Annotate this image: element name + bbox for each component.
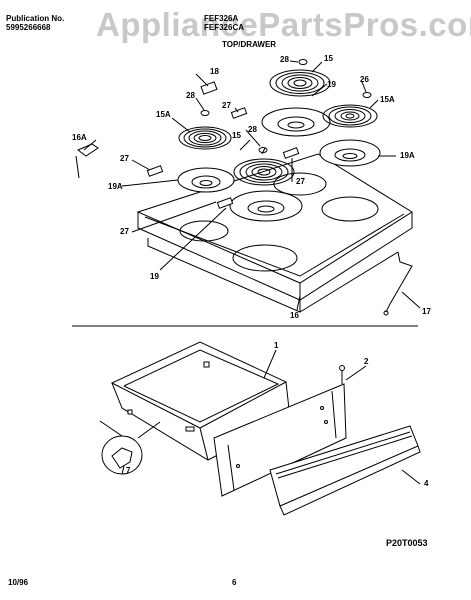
element-receptacles: [75, 81, 300, 209]
callout-27: 27: [296, 177, 305, 186]
callout-19a: 19A: [400, 151, 415, 160]
callout-15a: 15A: [380, 95, 395, 104]
callout-26: 26: [360, 75, 369, 84]
footer-page-number: 6: [232, 578, 237, 587]
terminal-block: [200, 81, 218, 95]
burner-opening: [179, 220, 229, 242]
callout-18: 18: [210, 67, 219, 76]
mounting-rings: [200, 59, 372, 153]
watermark: AppliancePartsPros.com: [96, 6, 471, 43]
drawer-back-panel: [213, 383, 347, 497]
receptacle: [146, 165, 164, 177]
callout-15: 15: [232, 131, 241, 140]
surface-elements: [178, 69, 378, 186]
callout-15: 15: [324, 54, 333, 63]
callout-19: 19: [150, 272, 159, 281]
callout-27: 27: [120, 227, 129, 236]
drawer-glide-inset: [99, 420, 161, 475]
leader-lines: [83, 60, 421, 311]
callout-7: 7: [126, 466, 131, 475]
surface-element: [233, 158, 295, 186]
surface-element: [269, 69, 331, 97]
model-number-a: FEF326A: [204, 14, 239, 23]
callout-28: 28: [186, 91, 195, 100]
burner-opening: [321, 196, 379, 222]
receptacle: [216, 197, 234, 209]
surface-element: [178, 126, 232, 150]
receptacle: [230, 107, 248, 119]
footer-date: 10/96: [8, 578, 29, 587]
surface-element: [322, 104, 378, 128]
callout-17: 17: [422, 307, 431, 316]
leader-lines-drawer: [121, 349, 421, 485]
callout-2: 2: [364, 357, 369, 366]
publication-number: 5995266668: [6, 23, 51, 32]
callout-27: 27: [120, 154, 129, 163]
model-number-b: FEF326CA: [204, 23, 245, 32]
drawer-assembly: [110, 341, 421, 516]
callout-1: 1: [274, 341, 279, 350]
callout-19a: 19A: [108, 182, 123, 191]
callout-16: 16: [290, 311, 299, 320]
drawing-number: P20T0053: [386, 538, 428, 548]
publication-label: Publication No.: [6, 14, 65, 23]
drip-bowls: [177, 107, 381, 222]
callouts-drawer: 1 2 4 7: [126, 341, 429, 488]
callout-28: 28: [248, 125, 257, 134]
callouts-top: 28 15 19 26 18 15A 28 27 15 19A 15A 28 2…: [72, 54, 431, 320]
drawer-box: [110, 341, 288, 429]
callout-28: 28: [280, 55, 289, 64]
burner-opening: [232, 244, 298, 272]
callout-19: 19: [327, 80, 336, 89]
callout-15a: 15A: [156, 110, 171, 119]
wire-bracket: [75, 143, 99, 179]
section-title: TOP/DRAWER: [222, 40, 277, 49]
receptacle: [282, 147, 300, 159]
callout-16a: 16A: [72, 133, 87, 142]
callout-27: 27: [222, 101, 231, 110]
callout-4: 4: [424, 479, 429, 488]
